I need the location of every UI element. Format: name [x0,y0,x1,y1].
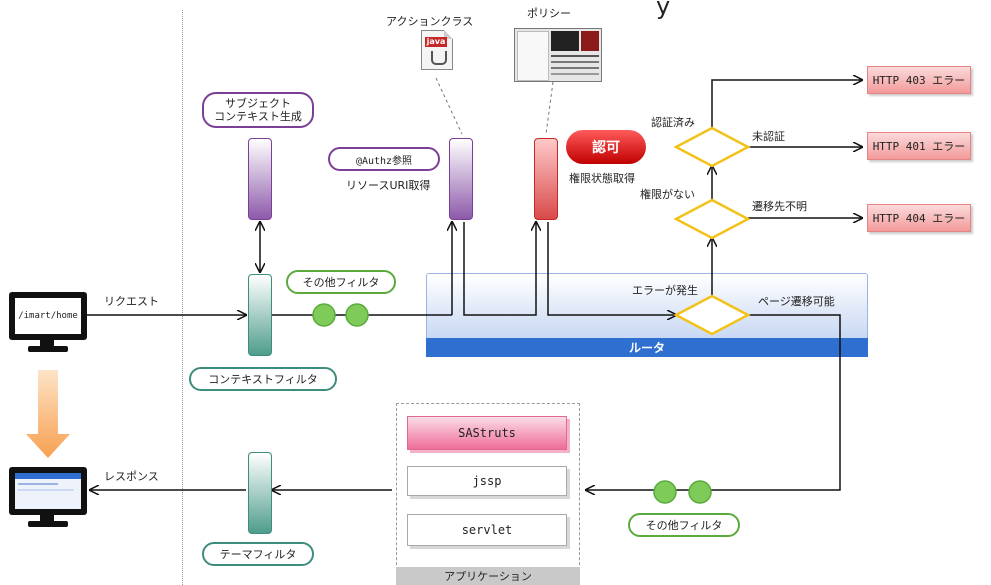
decision-page-transition [673,294,751,336]
other-filter-bottom-pill: その他フィルタ [628,513,740,537]
sastruts-box: SAStruts [407,416,567,450]
resource-uri-label: リソースURI取得 [346,179,431,192]
action-class-label: アクションクラス [386,15,474,28]
http-403-error: HTTP 403 エラー [867,66,971,94]
http-401-error: HTTP 401 エラー [867,132,971,160]
java-badge: java [425,37,447,47]
subject-context-bar [248,138,272,220]
separator-line [182,10,183,585]
resource-bar [449,138,473,220]
application-label: アプリケーション [444,570,532,583]
error-occurred-label: エラーが発生 [632,284,698,297]
decision-authenticated [673,126,751,168]
destination-unknown-label: 遷移先不明 [752,200,807,213]
authz-ref-pill: @Authz参照 [328,147,440,171]
context-filter-pill: コンテキストフィルタ [189,367,337,391]
router-label-bar: ルータ [426,338,868,357]
authenticated-label: 認証済み [651,116,695,129]
authorization-bar [534,138,558,220]
other-filter-top-pill: その他フィルタ [286,270,396,294]
http-404-error: HTTP 404 エラー [867,204,971,232]
filter-dot [653,480,677,504]
theme-filter-bar [248,452,272,534]
filter-dot [688,480,712,504]
servlet-box: servlet [407,514,567,546]
filter-dot [345,303,369,327]
context-filter-bar [248,274,272,356]
router-arrow [547,222,676,315]
authorize-pill: 認可 [566,130,646,164]
decision-permission [673,198,751,240]
policy-screenshot-icon [514,28,602,82]
url-text: /imart/home [15,298,81,334]
java-file-icon: java [421,30,453,70]
response-label: レスポンス [104,470,159,483]
client-monitor-top: /imart/home [9,292,87,340]
client-monitor-bottom [9,467,87,515]
page-transition-label: ページ遷移可能 [758,295,835,308]
request-label: リクエスト [104,295,159,308]
down-arrow [26,370,70,458]
subject-context-pill: サブジェクト コンテキスト生成 [202,92,314,128]
policy-label: ポリシー [527,7,571,20]
jssp-box: jssp [407,466,567,496]
no-permission-label: 権限がない [640,188,695,201]
unauthenticated-label: 未認証 [752,130,785,143]
filter-dot [312,303,336,327]
application-label-bar: アプリケーション [396,567,580,585]
theme-filter-pill: テーマフィルタ [202,542,314,566]
permission-state-label: 権限状態取得 [569,172,635,185]
router-label: ルータ [628,341,665,355]
page-title: y [656,0,671,20]
